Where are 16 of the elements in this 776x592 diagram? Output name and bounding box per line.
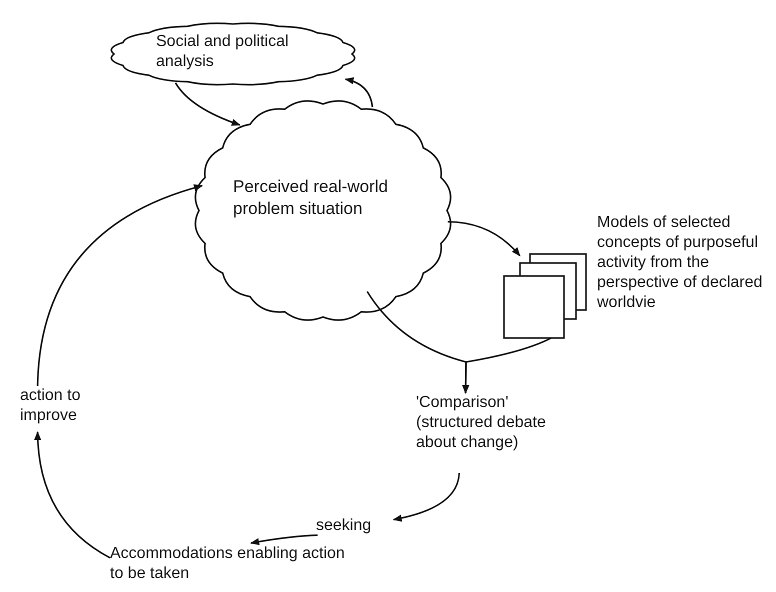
arrow: [34, 431, 110, 558]
node-label: seeking: [316, 516, 372, 536]
cloud-label: Perceived real-world problem situation: [233, 176, 389, 220]
arrow: [36, 184, 203, 386]
arrow: [250, 534, 318, 546]
arrow: [462, 336, 553, 394]
arrow: [392, 472, 460, 522]
node-label: action to improve: [20, 386, 82, 426]
arrow: [448, 220, 520, 256]
node-caption: Models of selected concepts of purposeful activity from the perspective of declared worldvie: [597, 213, 764, 313]
node-label: Accommodations enabling action to be taken: [110, 544, 345, 584]
arrow: [174, 82, 241, 126]
cloud-shape: [193, 98, 453, 323]
node-label: 'Comparison' (structured debate about change): [416, 393, 547, 453]
arrow: [344, 78, 374, 108]
cloud-label: Social and political analysis: [156, 32, 290, 72]
